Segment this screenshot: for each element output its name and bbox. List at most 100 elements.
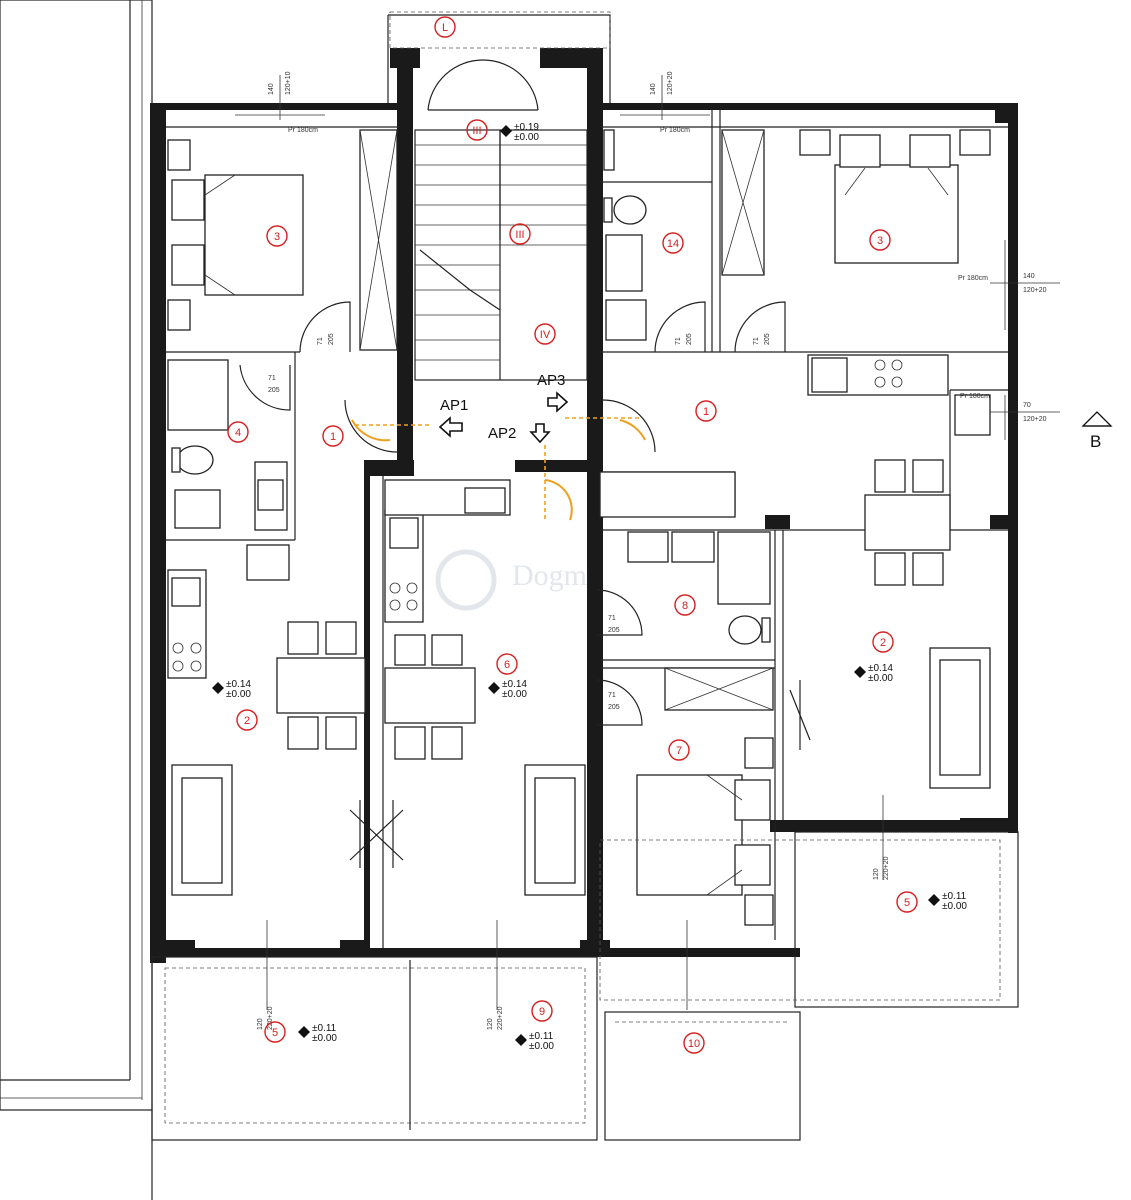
svg-text:Pr 180cm: Pr 180cm [288,127,318,134]
room-tag-circle [236,709,258,731]
svg-text:Pr 180cm: Pr 180cm [960,393,990,400]
room-tag-circle [264,1021,286,1043]
room-tag-r4: 4 [227,421,249,443]
dining-left [276,621,366,750]
room-tag-r6: 6 [496,653,518,675]
room-tag-circle [434,16,456,38]
svg-text:205: 205 [764,333,771,345]
svg-text:71: 71 [753,337,760,345]
room-tag-label: 9 [539,1006,545,1018]
room-tag-label: III [515,229,524,241]
room-tag-r8: 8 [674,594,696,616]
level-bottom: ±0.00 [942,901,967,912]
svg-text:140: 140 [268,83,275,95]
dining-right [864,459,951,586]
room-tag-label: 5 [272,1027,278,1039]
room-tag-III_top: III [466,119,488,141]
room-tag-r3_left: 3 [266,225,288,247]
room-tag-IV: IV [534,323,556,345]
room-tag-circle [662,232,684,254]
level-top: ±0.14 [868,663,893,674]
ap2-marker: AP2 [488,423,551,444]
room-tag-r10: 10 [683,1032,705,1054]
room-tag-r9: 9 [531,1000,553,1022]
room-tag-label: 4 [235,427,241,439]
balconies [151,831,1019,1141]
bed-room-7 [636,737,774,926]
level-top: ±0.14 [502,679,527,690]
svg-text:71: 71 [675,337,682,345]
svg-text:205: 205 [328,333,335,345]
window-dimensions: 140 120+10 140 120+20 140 120+20 70 120+… [235,71,1060,1030]
room-tag-circle [896,891,918,913]
level-bottom: ±0.00 [868,673,893,684]
room-doors[interactable]: 71 205 71 205 71 205 71 205 71 205 71 20… [239,301,786,726]
ap-wiring [351,417,646,521]
room-tag-r1_right: 1 [695,400,717,422]
level-diamond-icon [298,1026,310,1038]
level-bottom: ±0.00 [514,132,539,143]
room-tag-r2_left: 2 [236,709,258,731]
room-tag-label: 2 [244,715,250,727]
room-tag-circle [322,425,344,447]
room-tag-label: 8 [682,600,688,612]
room-tag-label: 7 [676,745,682,757]
level-top: ±0.14 [226,679,251,690]
wardrobes [359,129,774,711]
level-diamond-icon [515,1034,527,1046]
room-tag-r5_right: 5 [896,891,918,913]
bathroom-14 [603,129,647,341]
room-tag-circle [683,1032,705,1054]
kitchen-right [599,354,991,518]
walls [150,48,1018,963]
level-bottom: ±0.00 [502,689,527,700]
room-tag-label: 3 [274,231,280,243]
level-marker-lvl_5R: ±0.11±0.00 [928,891,967,912]
level-marker-lvl_III: ±0.19±0.00 [500,122,539,143]
room-tag-circle [534,323,556,345]
svg-text:70: 70 [1023,402,1031,409]
sliding-doors [349,680,811,868]
level-diamond-icon [928,894,940,906]
room-tag-circle [496,653,518,675]
level-marker-lvl_6: ±0.14±0.00 [488,679,527,700]
svg-text:AP3: AP3 [537,372,565,389]
room-tag-r3_right: 3 [869,229,891,251]
svg-text:120+10: 120+10 [285,71,292,95]
svg-text:AP2: AP2 [488,425,516,442]
room-tag-label: III [472,125,481,137]
svg-text:140: 140 [1023,273,1035,280]
room-tag-label: 14 [667,238,679,250]
bed-left [167,139,304,331]
kitchen-left [167,544,290,679]
svg-text:205: 205 [268,387,280,394]
svg-text:Pr 180cm: Pr 180cm [660,127,690,134]
level-marker-lvl_9: ±0.11±0.00 [515,1031,554,1052]
entrance-door[interactable] [427,59,539,111]
level-diamond-icon [488,682,500,694]
watermark-text: Dogma [512,559,600,592]
svg-text:71: 71 [608,692,616,699]
room-tag-label: 1 [330,431,336,443]
sofas [171,647,991,896]
room-tag-label: 6 [504,659,510,671]
svg-text:Pr 180cm: Pr 180cm [958,275,988,282]
room-tag-circle [227,421,249,443]
bed-right [799,129,991,264]
svg-text:220+20: 220+20 [267,1006,274,1030]
level-diamond-icon [854,666,866,678]
svg-text:AP1: AP1 [440,397,468,414]
svg-text:140: 140 [650,83,657,95]
dining-6 [384,634,476,760]
watermark: Dogma [435,549,600,611]
level-marker-lvl_2R: ±0.14±0.00 [854,663,893,684]
room-tag-circle [869,229,891,251]
room-tag-label: 10 [688,1038,700,1050]
kitchen-6 [384,479,511,623]
bathroom-4 [167,359,288,531]
room-tag-r7: 7 [668,739,690,761]
level-markers: ±0.19±0.00±0.14±0.00±0.14±0.00±0.14±0.00… [212,122,967,1052]
svg-text:120+20: 120+20 [667,71,674,95]
level-bottom: ±0.00 [529,1041,554,1052]
room-tag-circle [872,631,894,653]
